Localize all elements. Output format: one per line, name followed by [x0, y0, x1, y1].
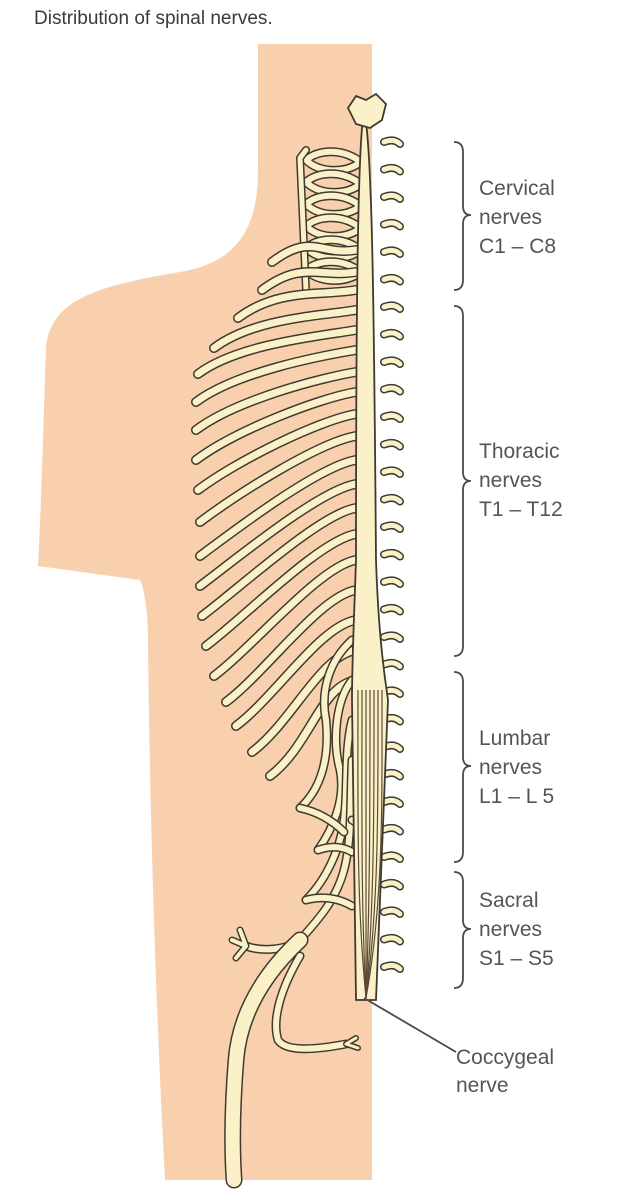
intercostal-nerve [197, 503, 361, 621]
cauda-equina-strand [365, 689, 379, 999]
cervical-plexus-loop [301, 147, 363, 175]
sacral-bracket [453, 871, 472, 989]
intercostal-nerve [221, 585, 361, 707]
thoracic-label-name: Thoracic [479, 440, 560, 463]
spinal-root-stub [380, 246, 404, 258]
coccygeal-leader-line [363, 997, 457, 1053]
spinal-root-stub [380, 218, 404, 231]
intercostal-nerve [267, 241, 361, 267]
spinal-root-stub [380, 823, 404, 836]
spinal-root-stub [380, 878, 404, 891]
spinal-root-stub [380, 493, 404, 506]
cervical-label-range: C1 – C8 [479, 235, 556, 258]
coccygeal-label-line1: Coccygeal [456, 1046, 554, 1069]
nerve-layer [191, 92, 404, 1189]
spinal-root-stub [380, 466, 404, 478]
intercostal-nerve [209, 555, 361, 681]
cervical-label-name: Cervical [479, 177, 555, 200]
spinal-root-stub [380, 548, 404, 561]
pudendal-nerve [271, 951, 351, 1054]
thoracic-label-word: nerves [479, 469, 542, 492]
intercostal-nerve [257, 267, 361, 295]
sacral-label-name: Sacral [479, 889, 539, 912]
intercostal-nerve [209, 305, 361, 353]
spinal-root-stub [380, 136, 404, 148]
spinal-root-stub [380, 411, 404, 423]
spinal-root-stub [380, 301, 404, 313]
intercostal-nerve [231, 615, 361, 731]
spinal-root-stub [380, 438, 404, 451]
spinal-root-stub [380, 603, 404, 616]
lumbosacral-plexus-branch [313, 842, 357, 857]
spinal-root-stub [380, 163, 404, 176]
spinal-root-stub [380, 851, 404, 863]
intercostal-nerve [195, 479, 361, 591]
lumbosacral-plexus-branch [301, 893, 357, 911]
sciatic-nerve [224, 931, 309, 1189]
spinal-root-stub [380, 576, 404, 588]
thoracic-bracket [453, 305, 472, 657]
intercostal-nerve [201, 529, 361, 651]
cervical-bracket [453, 141, 472, 291]
intercostal-nerve [195, 431, 361, 527]
spinal-root-stub [380, 521, 404, 533]
lumbosacral-plexus-branch [295, 635, 357, 813]
spinal-root-stub [380, 961, 404, 973]
sacral-label-range: S1 – S5 [479, 947, 554, 970]
spinal-root-stub [380, 658, 404, 671]
lumbar-label-name: Lumbar [479, 727, 550, 750]
cervical-plexus-loop [301, 169, 363, 197]
thoracic-label-range: T1 – T12 [479, 498, 563, 521]
lumbosacral-plexus-branch [301, 715, 357, 905]
sacral-label: Sacral nerves S1 – S5 [479, 889, 554, 970]
lumbosacral-plexus-branch [313, 675, 357, 855]
intercostal-nerve [191, 387, 361, 465]
cauda-equina-strand [365, 689, 371, 999]
cauda-equina-strand [361, 689, 367, 999]
sacral-label-word: nerves [479, 918, 542, 941]
cauda-equina-strand [365, 689, 383, 999]
figure-caption: Distribution of spinal nerves. [34, 8, 273, 29]
spinal-root-stub [380, 328, 404, 341]
cervical-label-word: nerves [479, 206, 542, 229]
intercostal-nerve [191, 345, 361, 407]
spinal-root-stub [380, 906, 404, 918]
spinal-root-stub [380, 383, 404, 396]
coccygeal-label-line2: nerve [456, 1074, 509, 1097]
intercostal-nerve [193, 409, 361, 495]
bracket-layer [363, 141, 472, 1053]
cervical-label: Cervical nerves C1 – C8 [479, 177, 556, 258]
lumbar-label: Lumbar nerves L1 – L 5 [479, 727, 554, 808]
coccygeal-label: Coccygeal nerve [456, 1046, 554, 1097]
intercostal-nerve [195, 455, 361, 561]
brainstem-cap [346, 92, 387, 129]
pudendal-end-branch [343, 1035, 361, 1051]
spinal-root-stub [380, 631, 404, 643]
lumbar-bracket [453, 671, 472, 863]
intercostal-nerve [193, 325, 361, 379]
intercostal-nerve [191, 367, 361, 435]
intercostal-nerve [233, 285, 361, 323]
spinal-root-stub [380, 796, 404, 808]
spinal-root-stub [380, 356, 404, 368]
cauda-equina-strand [357, 689, 367, 999]
lumbosacral-plexus-branch [295, 755, 357, 945]
spinal-root-stub [380, 191, 404, 203]
plexus-end-branch [228, 926, 250, 962]
cauda-equina-strand [365, 689, 375, 999]
spinal-root-stub [380, 768, 404, 781]
spinal-root-stub [380, 933, 404, 946]
thoracic-label: Thoracic nerves T1 – T12 [479, 440, 563, 521]
lumbosacral-plexus-branch [295, 803, 349, 837]
lumbar-label-word: nerves [479, 756, 542, 779]
spinal-root-stub [380, 273, 404, 286]
lumbar-label-range: L1 – L 5 [479, 785, 554, 808]
